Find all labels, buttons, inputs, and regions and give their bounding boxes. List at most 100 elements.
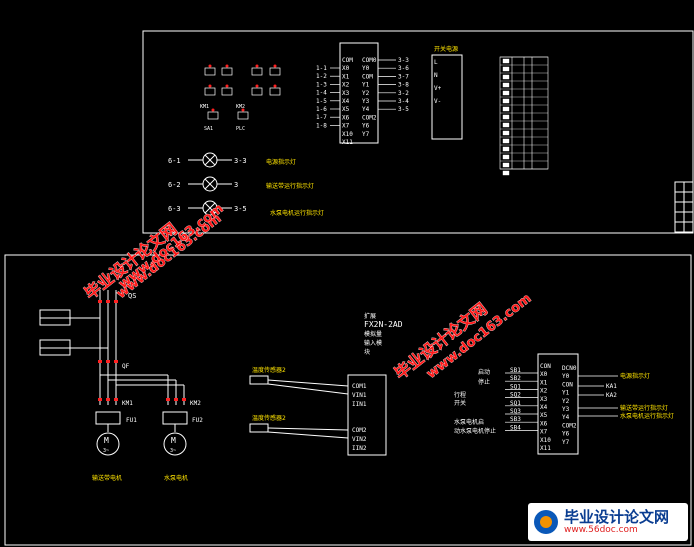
small-label: SA1 — [204, 126, 213, 132]
table-cell-mark — [502, 146, 510, 152]
plc-top-left-term: X4 — [342, 98, 350, 105]
plc-top-input-wire: 1-3 — [316, 81, 327, 88]
plc-main-left-term: X6 — [540, 420, 548, 427]
plc-main-right-term: Y4 — [562, 414, 570, 421]
lamp-cross — [204, 202, 216, 214]
power-lines — [39, 290, 188, 425]
plc-top-left-term: X6 — [342, 114, 350, 121]
plc-top-left-term: X3 — [342, 90, 350, 97]
switch-symbol — [237, 111, 249, 120]
input-switches: SB1SB2SQ1SQ2SQ1SQ3SB3SB4启动停止行程开关水泵电机启动水泵… — [454, 367, 538, 435]
switch-tag: SB2 — [510, 375, 521, 382]
plc-top-right-term: COM2 — [362, 114, 377, 121]
table-cell-mark — [502, 154, 510, 160]
plc-top-right-term: Y7 — [362, 131, 370, 138]
plc-main-right-term: Y6 — [562, 431, 570, 438]
plc-block-main — [537, 353, 579, 455]
plc-top-input-wire: 1-8 — [316, 122, 327, 129]
plc-main-right-term: Y2 — [562, 398, 570, 405]
switch-tag: SB4 — [510, 424, 521, 431]
site-logo-icon — [534, 510, 558, 534]
lamp-cross — [204, 154, 216, 166]
power-module-title: 开关电源 — [434, 45, 458, 53]
ad-ch1-term: VIN1 — [352, 392, 367, 399]
power-term: L — [434, 59, 438, 66]
plc-output-label: 电源指示灯 — [620, 372, 650, 380]
switch-tag: SQ3 — [510, 408, 521, 415]
symbol-dot — [208, 84, 212, 88]
lamp-label: 输送带运行指示灯 — [266, 182, 314, 190]
switch-symbol — [204, 67, 216, 76]
table-cell-mark — [502, 82, 510, 88]
plc-top-left-term: X5 — [342, 106, 350, 113]
symbol-dot — [225, 84, 229, 88]
plc-top-left-term: X7 — [342, 123, 350, 130]
plc-output-label: KA1 — [606, 383, 617, 390]
km1-label: KM1 — [122, 400, 133, 407]
plc-top-output-wire: 3-8 — [398, 82, 409, 89]
plc-main-right-term: Y7 — [562, 439, 570, 446]
plc-top-left-term: X10 — [342, 131, 353, 138]
switch-desc: 行程 — [454, 391, 466, 399]
lamp-label: 水泵电机运行指示灯 — [270, 209, 324, 217]
small-label: KM2 — [236, 104, 245, 110]
breaker-marks — [98, 300, 186, 401]
switch-tag: SQ1 — [510, 383, 521, 390]
table-cell-mark — [502, 106, 510, 112]
plc-main-left-term: CON — [540, 363, 551, 370]
terminal-table-rows — [500, 56, 548, 176]
plc-top-output-wire: 3-5 — [398, 106, 409, 113]
plc-top-right-term: Y2 — [362, 90, 370, 97]
plc-top-output-wire: 3-2 — [398, 90, 409, 97]
fu1-label: FU1 — [126, 417, 137, 424]
lamp-label: 电源指示灯 — [266, 158, 296, 166]
motor1-name: 输送带电机 — [92, 474, 122, 482]
switch-symbol — [251, 67, 263, 76]
switch-symbol — [204, 87, 216, 96]
plc-top-left-term: X1 — [342, 73, 350, 80]
ad-ch2-term: VIN2 — [352, 436, 367, 443]
analog-module-line: 模拟量 — [364, 330, 382, 338]
switch-desc: 停止 — [478, 378, 490, 386]
lamp-right-wire: 3-3 — [234, 157, 247, 165]
plc-output-label: 输送带运行指示灯 — [620, 404, 668, 412]
analog-module-line: 扩展 — [364, 312, 376, 320]
sensor-wiring — [249, 375, 349, 439]
badge-title: 毕业设计论文网 — [564, 507, 670, 526]
plc-top-right-term: COM — [362, 73, 373, 80]
plc-top-input-wire: 1-1 — [316, 65, 327, 72]
plc-top-output-wire: 3-4 — [398, 98, 409, 105]
switch-desc: 启动 — [478, 368, 490, 376]
plc-top-left-term: X2 — [342, 82, 350, 89]
analog-module-block — [347, 374, 387, 456]
plc-top-input-wire: 1-7 — [316, 114, 327, 121]
table-cell-mark — [502, 162, 510, 168]
table-cell-mark — [502, 66, 510, 72]
motor-2: M 3~ 水泵电机 — [163, 424, 188, 482]
switch-desc: 开关 — [454, 399, 466, 407]
plc-output-label: 水泵电机运行指示灯 — [620, 412, 674, 420]
plc-top-left-term: X11 — [342, 139, 353, 146]
plc-main-right-term: COM2 — [562, 422, 577, 429]
sensor2-label: 温度传感器2 — [252, 414, 286, 422]
table-cell-mark — [502, 114, 510, 120]
plc-main-left-term: X3 — [540, 396, 548, 403]
switch-tag: SQ1 — [510, 400, 521, 407]
plc-main-left-term: X0 — [540, 371, 548, 378]
plc-main-right-term: Y0 — [562, 373, 570, 380]
table-cell-mark — [502, 122, 510, 128]
sensor1-label: 温度传感器2 — [252, 366, 286, 374]
plc-top-right-term: Y6 — [362, 123, 370, 130]
symbol-dot — [273, 64, 277, 68]
small-label: PLC — [236, 126, 245, 132]
ad-ch1-term: COM1 — [352, 383, 367, 390]
motor1-phase: 3~ — [103, 448, 109, 454]
motor2-phase: 3~ — [170, 448, 176, 454]
plc-terminals-top: COMX0X1X2X3X4X5X6X7X10X11COM0Y0COMY1Y2Y3… — [316, 57, 409, 146]
plc-top-input-wire: 1-2 — [316, 73, 327, 80]
site-badge[interactable]: 毕业设计论文网 www.56doc.com — [528, 503, 688, 541]
table-cell-mark — [502, 170, 510, 176]
main-frame — [4, 254, 692, 546]
